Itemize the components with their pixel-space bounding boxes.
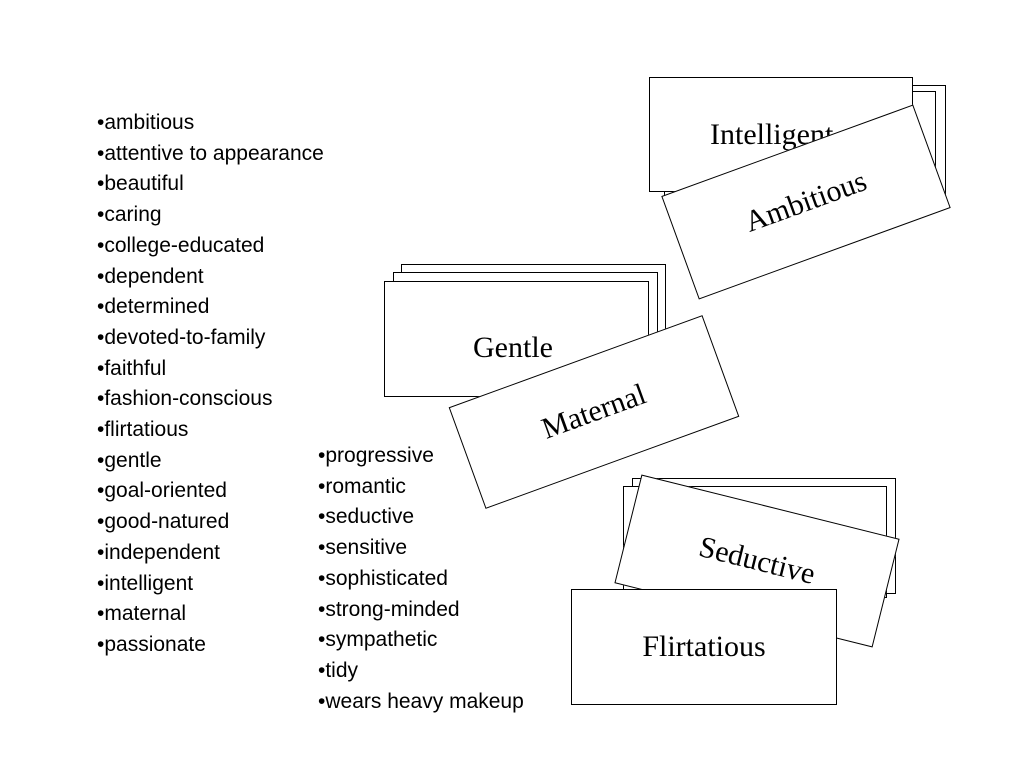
card-flirtatious-label: Flirtatious	[642, 630, 766, 663]
list-item: •tidy	[318, 658, 359, 682]
list-item: •sophisticated	[318, 566, 448, 590]
list-item: •ambitious	[97, 111, 195, 134]
card-flirtatious: Flirtatious	[571, 589, 837, 705]
list-item: •romantic	[318, 474, 406, 498]
list-item: •beautiful	[97, 172, 184, 196]
list-item: •devoted-to-family	[97, 325, 266, 349]
list-item: •sympathetic	[318, 628, 438, 652]
list-item: •attentive to appearance	[97, 141, 324, 165]
list-item: •strong-minded	[318, 597, 460, 621]
list-item: •intelligent	[97, 571, 194, 595]
list-item: •seductive	[318, 505, 415, 529]
list-item: •maternal	[97, 602, 187, 626]
list-item: •sensitive	[318, 536, 408, 560]
list-item: •progressive	[318, 444, 434, 467]
card-gentle: Gentle	[384, 281, 649, 397]
list-item: •gentle	[97, 448, 162, 472]
list-item: •wears heavy makeup	[318, 689, 524, 713]
list-item: •good-natured	[97, 510, 230, 534]
card-gentle-label: Gentle	[473, 331, 553, 364]
list-item: •fashion-conscious	[97, 387, 273, 411]
list-item: •independent	[97, 540, 220, 564]
list-item: •goal-oriented	[97, 479, 227, 503]
list-item: •flirtatious	[97, 418, 189, 442]
list-item: •passionate	[97, 632, 206, 656]
list-item: •determined	[97, 295, 210, 319]
word-list-left: •ambitious •attentive to appearance •beaut…	[97, 108, 324, 661]
list-item: •dependent	[97, 264, 204, 288]
list-item: •faithful	[97, 356, 167, 380]
word-list-right: •progressive •romantic •seductive •sensitiv…	[318, 441, 524, 717]
list-item: •college-educated	[97, 233, 265, 257]
list-item: •caring	[97, 203, 162, 227]
